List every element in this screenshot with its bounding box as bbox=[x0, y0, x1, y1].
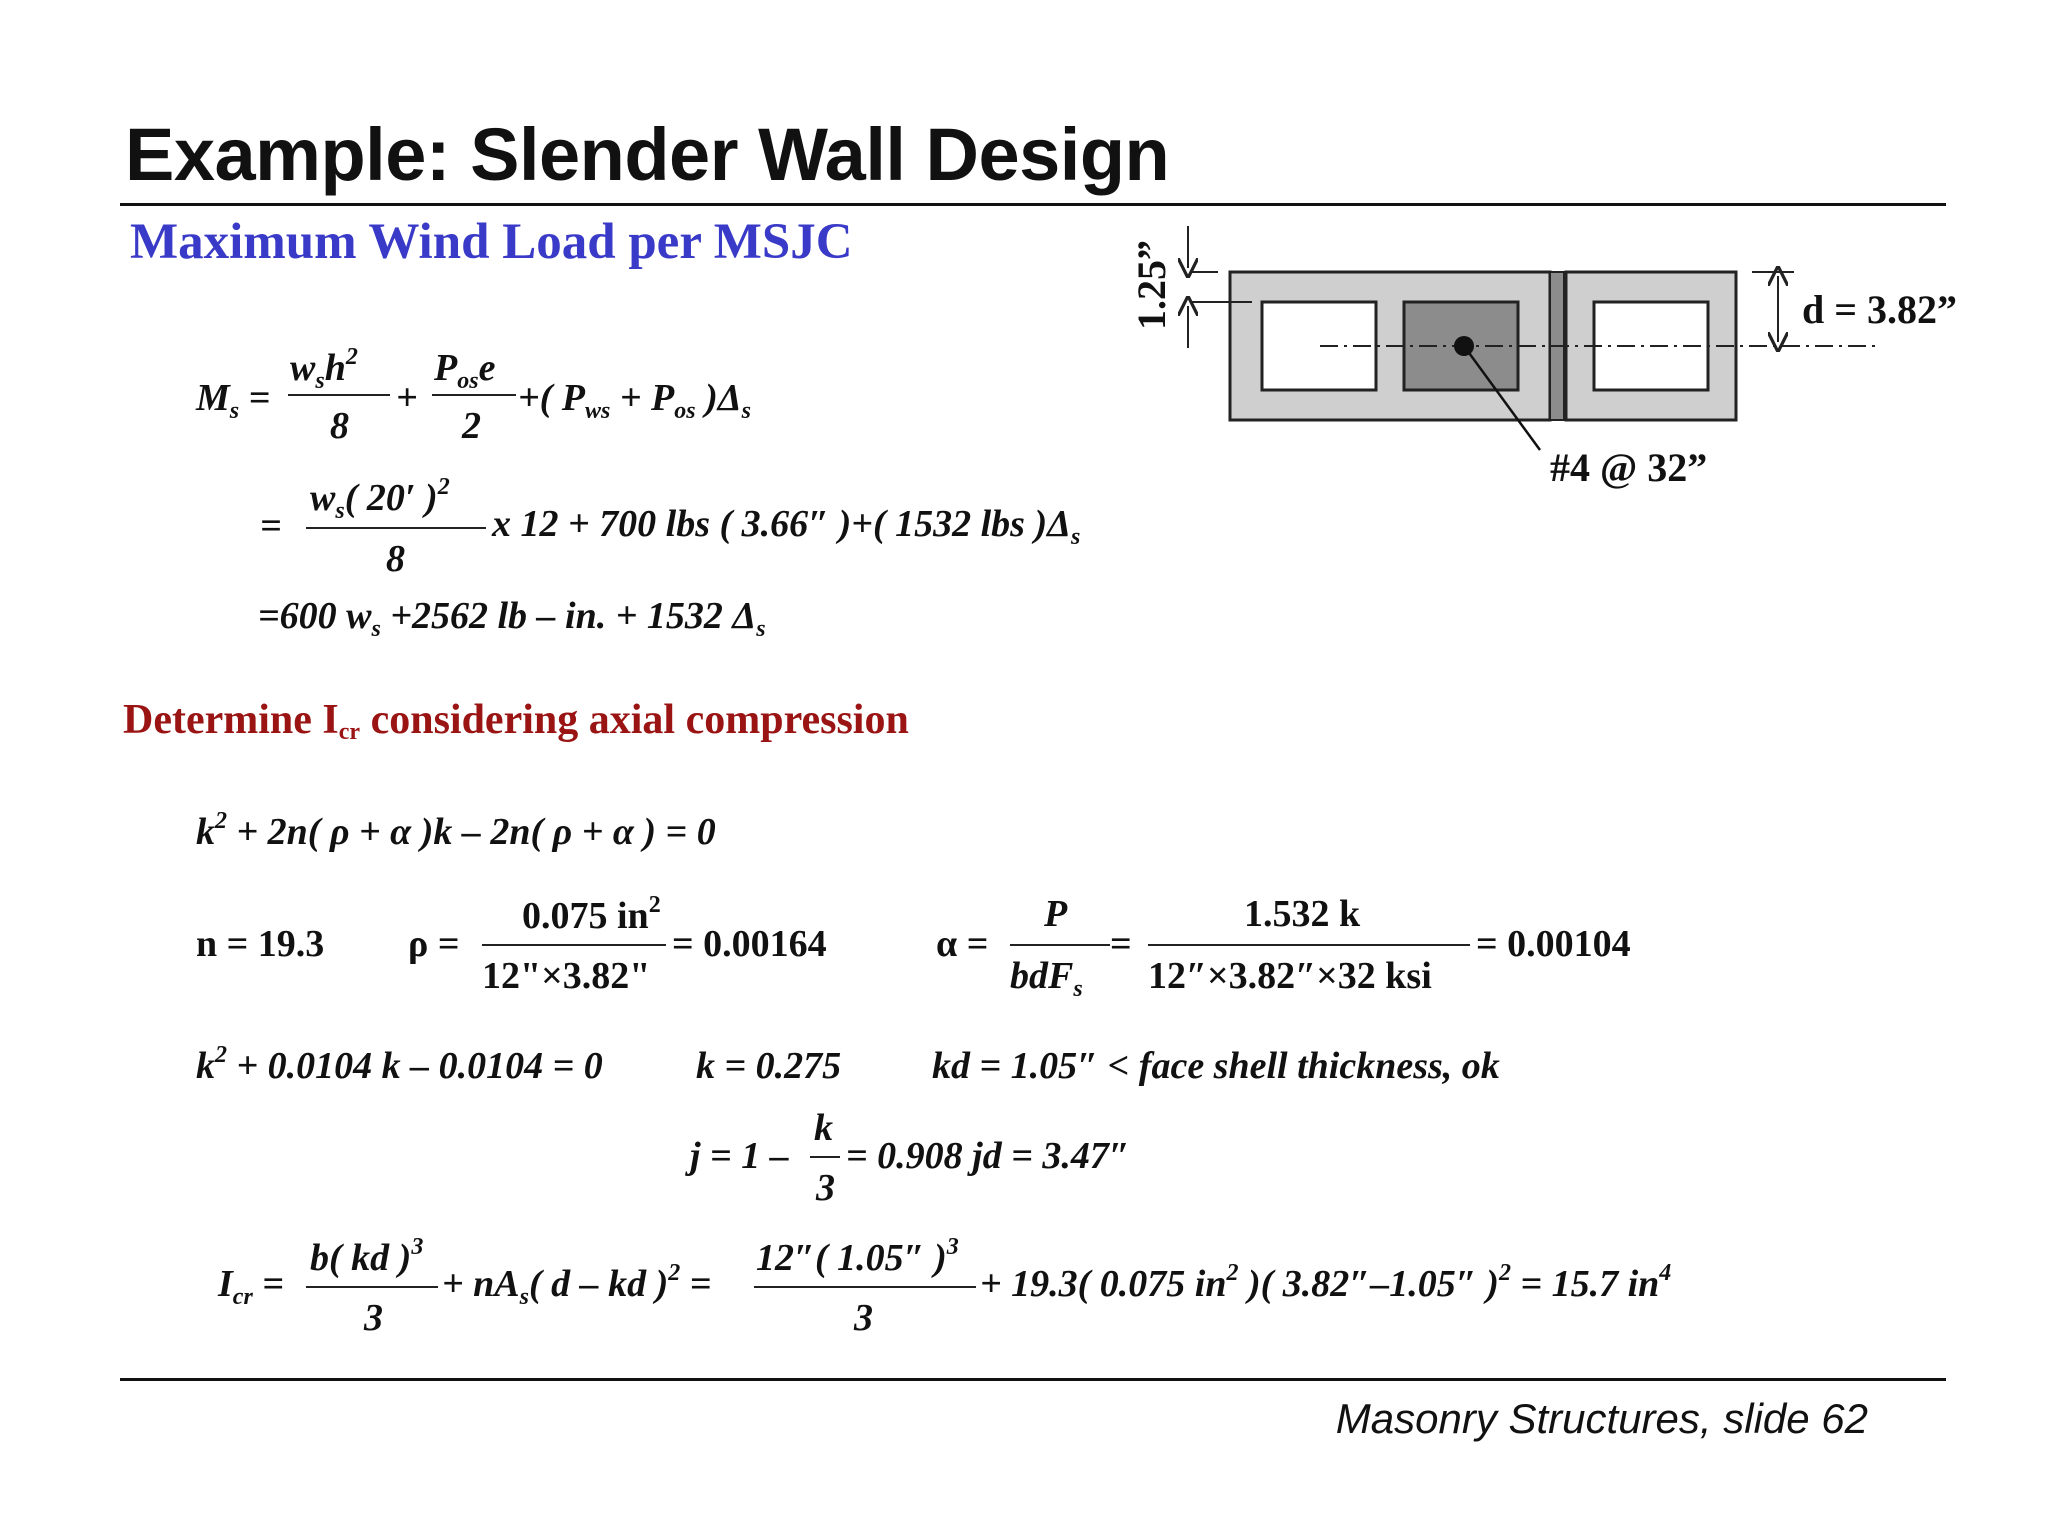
moment-frac1-num: wsh2 bbox=[290, 344, 358, 394]
icr-section-heading: Determine Icr considering axial compress… bbox=[123, 697, 909, 745]
quadratic-equation: k2 + 2n( ρ + α )k – 2n( ρ + α ) = 0 bbox=[196, 808, 716, 853]
moment-frac1-den: 8 bbox=[330, 405, 349, 447]
j-frac-bar bbox=[810, 1156, 840, 1158]
slide-title: Example: Slender Wall Design bbox=[125, 113, 1170, 196]
n-value: n = 19.3 bbox=[196, 923, 325, 965]
alpha-rhs: = 0.00104 bbox=[1476, 923, 1631, 965]
icr-lhs: Icr = bbox=[218, 1263, 284, 1310]
alpha-den2: 12″×3.82″×32 ksi bbox=[1148, 955, 1432, 997]
moment-frac2-num: Pose bbox=[434, 347, 496, 394]
moment-plus: + bbox=[396, 377, 418, 419]
icr-f2-num: 12″( 1.05″ )3 bbox=[756, 1234, 959, 1279]
icr-mid: + nAs( d – kd )2 = bbox=[442, 1260, 712, 1310]
icr-f2-bar bbox=[754, 1286, 976, 1288]
j-rhs: = 0.908 jd = 3.47″ bbox=[846, 1135, 1130, 1177]
rho-frac-bar bbox=[482, 944, 666, 946]
alpha-lhs: α = bbox=[936, 923, 989, 965]
alpha-num1: P bbox=[1044, 893, 1068, 935]
line2-eq: = bbox=[260, 505, 282, 547]
rho-lhs: ρ = bbox=[408, 923, 460, 965]
alpha-num2: 1.532 k bbox=[1244, 893, 1361, 935]
icr-f2-den: 3 bbox=[854, 1297, 873, 1339]
k-value: k = 0.275 bbox=[696, 1045, 842, 1087]
alpha-frac1-bar bbox=[1010, 944, 1110, 946]
icr-f1-num: b( kd )3 bbox=[310, 1234, 424, 1279]
rho-num: 0.075 in2 bbox=[522, 892, 661, 937]
footer-rule bbox=[120, 1378, 1946, 1381]
line2-num: ws( 20′ )2 bbox=[310, 474, 450, 524]
effective-depth-label: d = 3.82” bbox=[1802, 287, 1958, 332]
icr-tail: + 19.3( 0.075 in2 )( 3.82″–1.05″ )2 = 15… bbox=[980, 1260, 1672, 1305]
line2-den: 8 bbox=[386, 538, 405, 580]
alpha-eq: = bbox=[1110, 923, 1132, 965]
alpha-den1: bdFs bbox=[1010, 955, 1083, 1002]
j-den: 3 bbox=[816, 1167, 835, 1209]
icr-f1-bar bbox=[306, 1286, 438, 1288]
rho-den: 12"×3.82" bbox=[482, 955, 651, 997]
solve-quadratic: k2 + 0.0104 k – 0.0104 = 0 bbox=[196, 1042, 603, 1087]
line2-rest: x 12 + 700 lbs ( 3.66″ )+( 1532 lbs )Δs bbox=[492, 503, 1081, 550]
moment-lhs: Ms = bbox=[196, 377, 271, 424]
rebar-leader bbox=[1462, 345, 1542, 451]
moment-frac2-den: 2 bbox=[462, 405, 481, 447]
moment-frac2-bar bbox=[432, 394, 516, 396]
rho-rhs: = 0.00164 bbox=[672, 923, 827, 965]
alpha-frac2-bar bbox=[1148, 944, 1470, 946]
moment-result: =600 ws +2562 lb – in. + 1532 Δs bbox=[258, 595, 766, 642]
moment-frac1-bar bbox=[288, 394, 390, 396]
section-subtitle: Maximum Wind Load per MSJC bbox=[130, 214, 853, 270]
kd-check: kd = 1.05″ < face shell thickness, ok bbox=[932, 1045, 1500, 1087]
shell-thickness-label: 1.25” bbox=[1129, 240, 1174, 330]
icr-f1-den: 3 bbox=[364, 1297, 383, 1339]
moment-tail: +( Pws + Pos )Δs bbox=[518, 377, 751, 424]
j-num: k bbox=[814, 1107, 833, 1149]
slide-footer: Masonry Structures, slide 62 bbox=[1335, 1395, 1868, 1442]
line2-frac-bar bbox=[306, 527, 486, 529]
cmu-section-diagram bbox=[1100, 226, 1880, 451]
j-lhs: j = 1 – bbox=[690, 1135, 789, 1177]
rebar-label: #4 @ 32” bbox=[1550, 445, 1708, 490]
title-rule bbox=[120, 203, 1946, 206]
